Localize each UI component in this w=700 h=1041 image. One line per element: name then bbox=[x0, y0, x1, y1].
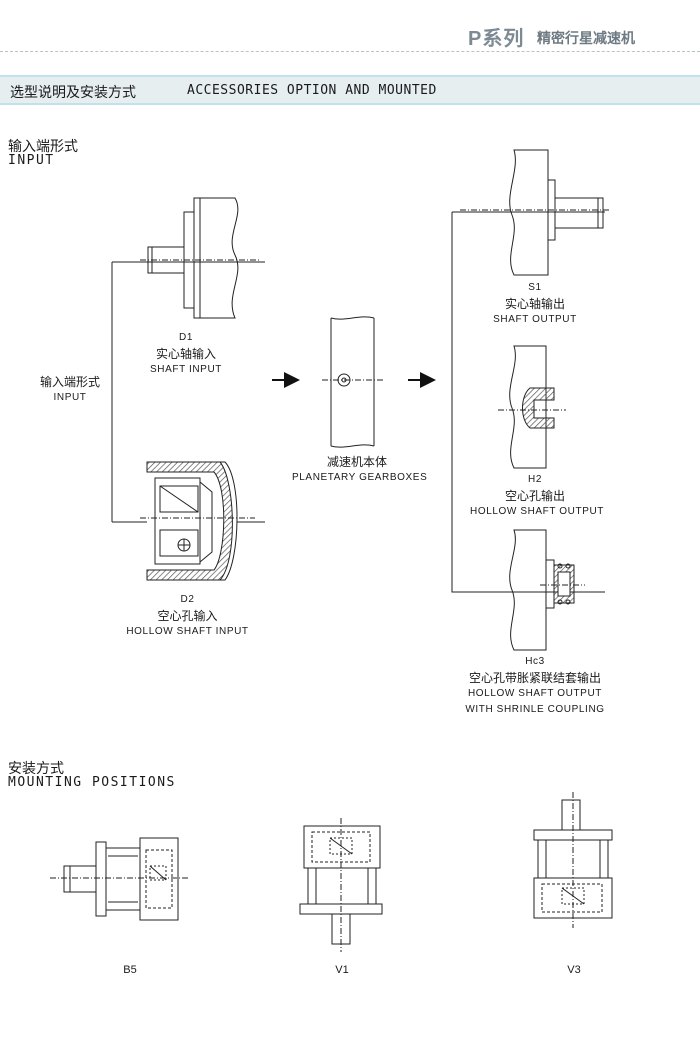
d1-label: D1 实心轴输入 SHAFT INPUT bbox=[150, 332, 222, 375]
mount-v1-label: V1 bbox=[335, 964, 349, 976]
d1-drawing bbox=[140, 197, 260, 319]
input-title-en: INPUT bbox=[8, 153, 55, 168]
mount-v3-label: V3 bbox=[567, 964, 581, 976]
mounting-title-en: MOUNTING POSITIONS bbox=[8, 775, 176, 790]
h2-drawing bbox=[498, 345, 566, 469]
side-label: 输入端形式 INPUT bbox=[39, 375, 100, 403]
d2-drawing bbox=[140, 461, 255, 581]
mounting-title-cn: 安装方式 bbox=[8, 760, 64, 776]
mount-v1-drawing bbox=[299, 818, 383, 952]
header-divider bbox=[0, 51, 700, 52]
gearbox-body-drawing bbox=[322, 316, 385, 448]
d2-label: D2 空心孔输入 HOLLOW SHAFT INPUT bbox=[126, 594, 249, 637]
mount-b5-label: B5 bbox=[123, 964, 137, 976]
mount-v3-drawing bbox=[533, 792, 613, 928]
band-title-en: ACCESSORIES OPTION AND MOUNTED bbox=[187, 83, 437, 98]
s1-label: S1 实心轴输出 SHAFT OUTPUT bbox=[493, 282, 577, 325]
hc3-drawing bbox=[509, 529, 585, 651]
input-title-cn: 输入端形式 bbox=[8, 138, 78, 154]
mount-b5-drawing bbox=[50, 837, 190, 921]
section-band bbox=[0, 75, 700, 105]
s1-drawing bbox=[460, 149, 610, 276]
series-title: P系列 bbox=[468, 28, 525, 50]
h2-label: H2 空心孔输出 HOLLOW SHAFT OUTPUT bbox=[470, 474, 605, 517]
band-title-cn: 选型说明及安装方式 bbox=[10, 84, 136, 100]
gearbox-label: 减速机本体 PLANETARY GEARBOXES bbox=[292, 455, 428, 483]
hc3-label: Hc3 空心孔带胀紧联结套输出 HOLLOW SHAFT OUTPUT WITH… bbox=[465, 656, 605, 715]
series-subtitle: 精密行星减速机 bbox=[537, 30, 635, 46]
